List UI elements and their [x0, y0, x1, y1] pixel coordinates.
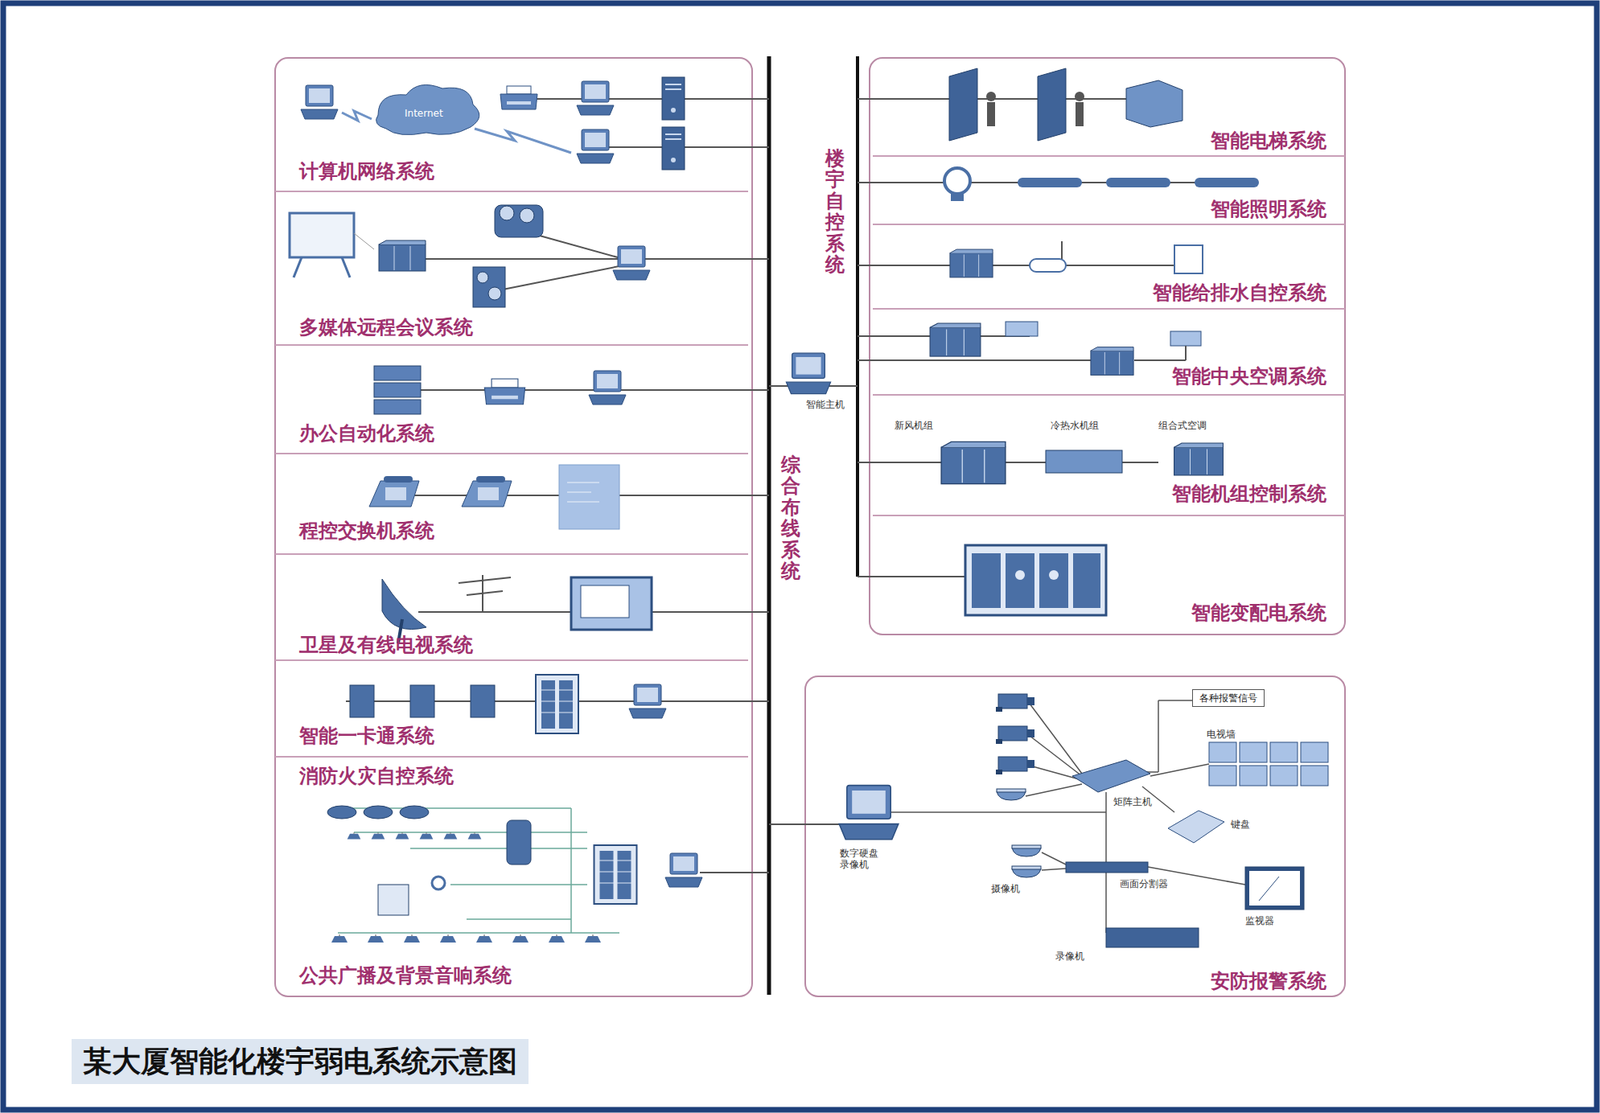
system-label: 各种报警信号: [1199, 692, 1258, 704]
system-label: 智能中央空调系统: [1172, 365, 1327, 388]
device-label: 数字硬盘录像机: [839, 847, 882, 871]
system-label: 多媒体远程会议系统: [299, 316, 474, 339]
system-band: 计算机网络系统: [275, 57, 753, 192]
device-label: 录像机: [1055, 950, 1085, 963]
device-label: 电视墙: [1206, 728, 1236, 741]
system-label: 消防火灾自控系统: [299, 765, 454, 788]
bus-label: 综合布线系统: [781, 454, 801, 582]
alarm-signal-box: 各种报警信号: [1192, 689, 1265, 708]
system-label: 智能给排水自控系统: [1152, 281, 1327, 305]
device-label: 画面分割器: [1119, 878, 1169, 890]
system-label: 计算机网络系统: [299, 160, 435, 183]
system-band: 智能中央空调系统: [869, 308, 1345, 395]
system-band: 智能变配电系统: [869, 515, 1345, 635]
unit-label: 冷热水机组: [1050, 419, 1099, 432]
host-label: 智能主机: [806, 398, 845, 411]
system-label: 办公自动化系统: [299, 422, 435, 445]
device-label: 监视器: [1245, 915, 1275, 927]
system-label: 安防报警系统: [1210, 970, 1327, 993]
unit-label: 新风机组: [894, 419, 934, 432]
device-label: 键盘: [1230, 818, 1251, 831]
system-label: 智能机组控制系统: [1172, 482, 1327, 506]
diagram-title: 某大厦智能化楼宇弱电系统示意图: [71, 1039, 529, 1085]
unit-label: 组合式空调: [1158, 419, 1207, 432]
system-label: 智能变配电系统: [1191, 601, 1327, 625]
system-label: 智能照明系统: [1210, 197, 1327, 221]
system-band: 卫星及有线电视系统: [275, 554, 753, 661]
system-band: 多媒体远程会议系统: [275, 191, 753, 346]
system-label: 智能一卡通系统: [299, 724, 435, 748]
system-band: 消防火灾自控系统公共广播及背景音响系统: [275, 756, 753, 997]
system-band: 智能机组控制系统: [869, 394, 1345, 516]
system-label: 智能电梯系统: [1210, 129, 1327, 153]
device-label: 摄像机: [991, 883, 1021, 895]
cloud-label: Internet: [404, 107, 444, 120]
system-label: 卫星及有线电视系统: [299, 633, 474, 657]
system-band: 办公自动化系统: [275, 345, 753, 454]
system-band: 智能电梯系统: [869, 57, 1345, 157]
system-band: 智能照明系统: [869, 156, 1345, 225]
system-label: 程控交换机系统: [299, 519, 435, 543]
system-band: 智能给排水自控系统: [869, 224, 1345, 309]
bus-label: 楼宇自控系统: [825, 148, 845, 276]
system-band: 智能一卡通系统: [275, 660, 753, 757]
system-label: 公共广播及背景音响系统: [299, 964, 512, 988]
device-label: 矩阵主机: [1113, 796, 1152, 808]
system-band: 安防报警系统 各种报警信号: [805, 676, 1345, 997]
system-band: 程控交换机系统: [275, 453, 753, 555]
